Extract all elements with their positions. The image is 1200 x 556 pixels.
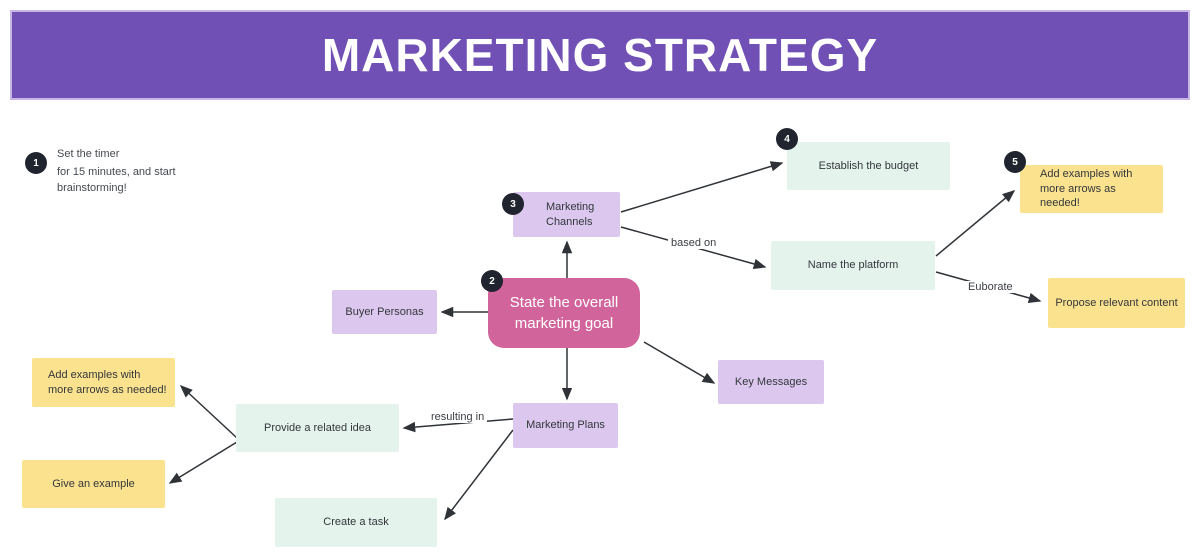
page-title: MARKETING STRATEGY: [321, 29, 879, 81]
node-marketing-plans[interactable]: Marketing Plans: [513, 403, 618, 448]
node-buyer-personas[interactable]: Buyer Personas: [332, 290, 437, 334]
step-badge-2[interactable]: 2: [481, 270, 503, 292]
node-name-platform-label: Name the platform: [807, 259, 899, 272]
step-badge-3[interactable]: 3: [502, 193, 524, 215]
node-propose-content[interactable]: Propose relevant content: [1048, 278, 1185, 328]
timer-note: Set the timer for 15 minutes, and start …: [57, 147, 195, 196]
step-badge-4[interactable]: 4: [776, 128, 798, 150]
node-marketing-channels-label: Marketing Channels: [546, 200, 595, 228]
edge-label-based-on: based on: [668, 237, 720, 249]
node-propose-content-label: Propose relevant content: [1055, 296, 1178, 309]
node-provide-related-idea-label: Provide a related idea: [263, 421, 371, 434]
title-banner: MARKETING STRATEGY: [10, 10, 1190, 100]
timer-note-line2: for 15 minutes, and start brainstorming!: [57, 166, 176, 194]
node-establish-budget[interactable]: Establish the budget: [787, 142, 950, 190]
node-give-example[interactable]: Give an example: [22, 460, 165, 508]
node-create-task-label: Create a task: [323, 516, 389, 529]
node-buyer-personas-label: Buyer Personas: [345, 305, 424, 318]
node-add-examples-left[interactable]: Add examples with more arrows as needed!: [32, 358, 175, 407]
timer-note-line1: Set the timer: [57, 148, 120, 160]
node-give-example-label: Give an example: [52, 477, 135, 490]
node-overall-goal[interactable]: State the overall marketing goal: [488, 278, 640, 348]
node-key-messages-label: Key Messages: [734, 375, 808, 388]
node-marketing-plans-label: Marketing Plans: [526, 419, 605, 432]
node-add-examples-right-label: Add examples with more arrows as needed!: [1040, 167, 1133, 210]
node-name-platform[interactable]: Name the platform: [771, 241, 935, 290]
node-add-examples-left-label: Add examples with more arrows as needed!: [48, 368, 167, 396]
node-add-examples-right[interactable]: Add examples with more arrows as needed!: [1020, 165, 1163, 213]
node-create-task[interactable]: Create a task: [275, 498, 437, 547]
node-marketing-channels[interactable]: Marketing Channels: [513, 192, 620, 237]
node-overall-goal-label: State the overall marketing goal: [509, 294, 619, 332]
node-key-messages[interactable]: Key Messages: [718, 360, 824, 404]
step-badge-5[interactable]: 5: [1004, 151, 1026, 173]
node-provide-related-idea[interactable]: Provide a related idea: [236, 404, 399, 452]
edge-label-resulting-in: resulting in: [428, 411, 488, 423]
node-establish-budget-label: Establish the budget: [818, 159, 919, 172]
step-badge-1[interactable]: 1: [25, 152, 47, 174]
edge-label-elaborate: Euborate: [965, 281, 1016, 293]
